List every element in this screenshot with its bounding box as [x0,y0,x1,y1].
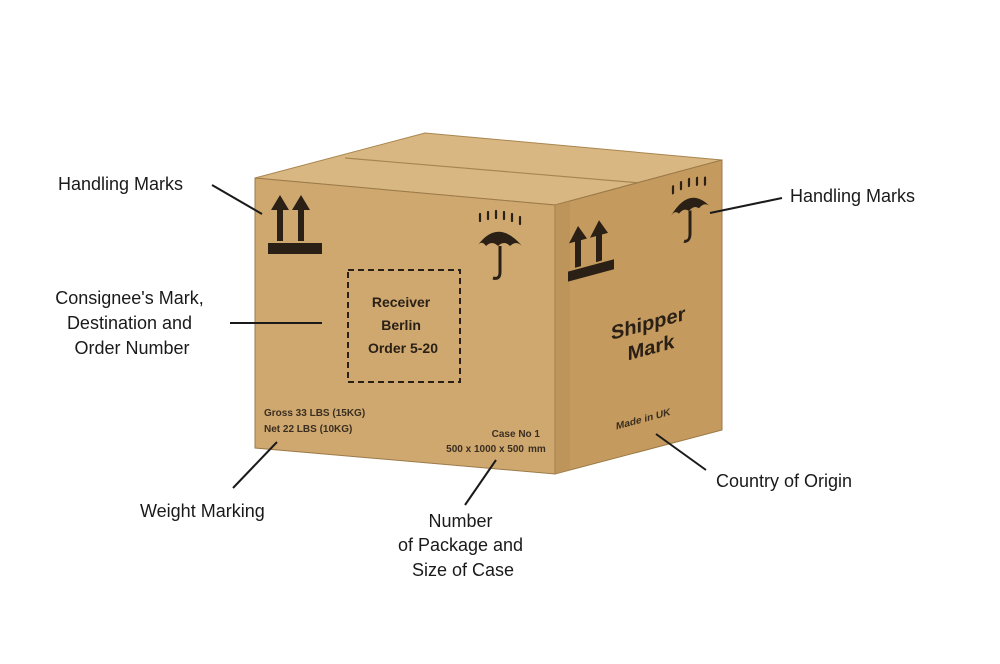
keep-dry-umbrella-icon [671,176,709,243]
leader-package [464,459,497,506]
label-handling-marks-left: Handling Marks [58,174,183,194]
net-weight-text: Net 22 LBS (10KG) [264,424,352,435]
order-number-line: Order 5-20 [368,340,438,356]
case-size-unit: mm [528,444,546,455]
leader-origin [655,433,707,471]
case-size-text: 500 x 1000 x 500 [446,444,524,455]
label-package-size: Number of Package and Size of Case [398,511,528,580]
case-number-text: Case No 1 [492,429,541,440]
gross-weight-text: Gross 33 LBS (15KG) [264,408,365,419]
label-consignee: Consignee's Mark, Destination and Order … [55,288,209,358]
label-country-of-origin: Country of Origin [716,471,852,491]
consignee-mark-frame [347,269,461,383]
this-way-up-icon [568,220,614,282]
box-side-shade [555,201,570,474]
svg-text:Gross 33 LBS (15KG) Net: Gross 33 LBS (15KG) Net 22 LBS (10KG) [264,408,368,435]
this-way-up-icon [268,195,322,254]
box-flap-seam [344,157,641,184]
receiver-line: Receiver [372,294,431,310]
destination-line: Berlin [381,317,421,333]
keep-dry-umbrella-icon [478,209,522,280]
svg-text:Case No 1: Case No 1 [492,429,541,440]
leader-handling-right [709,197,783,214]
svg-text:mm: mm [528,444,546,455]
leader-handling-left [211,184,263,215]
svg-text:500 x 1000 x 500: 500 x 1000 x 500 [446,444,524,455]
cardboard-box [254,132,723,475]
svg-text:Receiver Berlin Order: Receiver Berlin Order 5-20 [368,294,438,356]
leader-weight [232,441,278,489]
label-weight-marking: Weight Marking [140,501,265,521]
label-handling-marks-right: Handling Marks [790,186,915,206]
